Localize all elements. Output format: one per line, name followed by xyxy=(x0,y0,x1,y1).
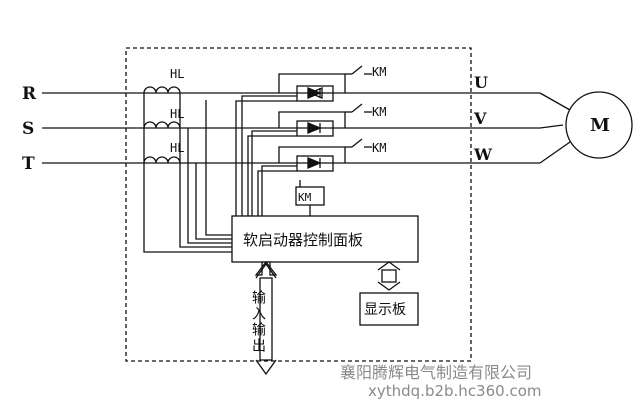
controller-label: 软启动器控制面板 xyxy=(243,231,363,249)
label-R: R xyxy=(22,84,37,104)
gate-wire-V2 xyxy=(251,130,297,216)
motor-label: M xyxy=(590,115,610,136)
thyristor-module-V xyxy=(296,120,334,137)
ct-lead-2 xyxy=(179,93,232,248)
bypass-frame-U xyxy=(278,73,346,93)
thyristor-module-U xyxy=(296,85,334,102)
gate-wire-V xyxy=(247,135,297,216)
io-double-arrow xyxy=(254,260,278,376)
ct-label-S: HL xyxy=(170,107,184,121)
display-label: 显示板 xyxy=(364,302,406,318)
gate-wire-U xyxy=(235,100,297,216)
km-contact-U xyxy=(345,65,372,75)
bypass-frame-W xyxy=(278,146,346,163)
label-V: V xyxy=(473,109,487,128)
ct-label-T: HL xyxy=(170,141,184,155)
label-U: U xyxy=(474,73,488,92)
watermark-url: xythdq.b2b.hc360.com xyxy=(368,382,542,400)
wire-W-motor xyxy=(539,141,571,164)
ct-label-R: HL xyxy=(170,67,184,81)
km-contact-V xyxy=(345,103,372,113)
watermark-company: 襄阳腾辉电气制造有限公司 xyxy=(340,363,532,382)
gate-wire-U2 xyxy=(241,95,297,216)
ct-lead-1 xyxy=(143,93,232,253)
gate-wire-W2 xyxy=(261,165,297,216)
wire-V-motor xyxy=(539,124,564,129)
km-contact-W xyxy=(345,138,372,148)
controller-box xyxy=(231,215,419,263)
label-S: S xyxy=(22,119,34,139)
thyristor-module-W xyxy=(296,155,334,172)
km-coil-label: KM xyxy=(298,191,312,204)
ct-lead-5 xyxy=(195,163,232,240)
display-box xyxy=(359,292,419,326)
ct-coil-S xyxy=(143,121,181,129)
km-label-W: KM xyxy=(372,141,386,155)
bypass-frame-V xyxy=(278,111,346,128)
label-T: T xyxy=(22,154,35,174)
ct-coil-T xyxy=(143,156,181,164)
ct-lead-6 xyxy=(205,100,232,236)
km-label-V: KM xyxy=(372,105,386,119)
ct-coil-R xyxy=(143,86,181,94)
io-label: 输入输出 xyxy=(250,290,266,354)
label-W: W xyxy=(473,145,493,164)
motor-circle xyxy=(565,91,633,159)
display-arrow xyxy=(377,261,401,291)
km-label-U: KM xyxy=(372,65,386,79)
gate-wire-W xyxy=(257,170,297,216)
wire-U-motor xyxy=(539,92,571,111)
ct-lead-4 xyxy=(187,128,232,244)
